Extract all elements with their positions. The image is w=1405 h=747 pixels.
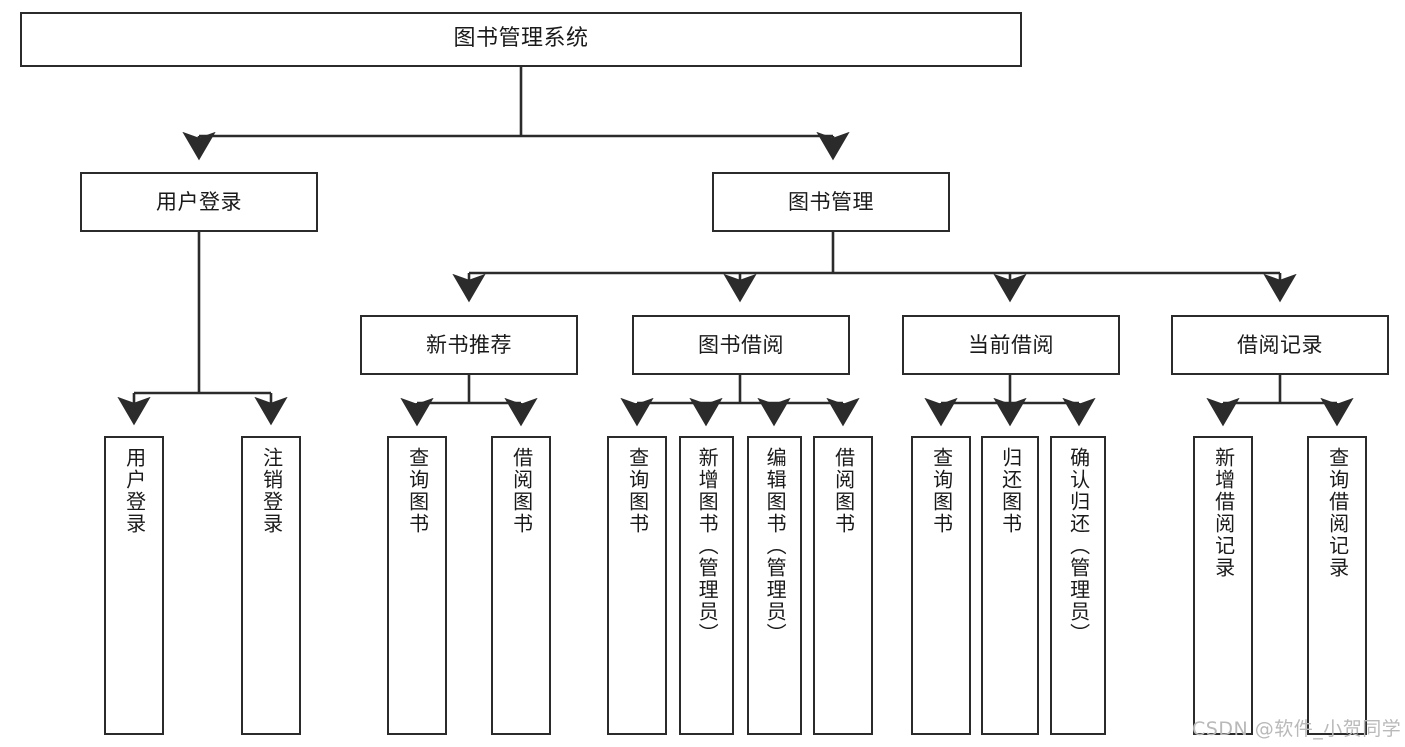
node-leaf-confirm-return-label: 确认归还（管理员）: [1066, 447, 1091, 645]
node-leaf-logout[interactable]: 注销登录: [241, 436, 301, 735]
node-leaf-query-book-borrow[interactable]: 查询图书: [607, 436, 667, 735]
node-root[interactable]: 图书管理系统: [20, 12, 1022, 67]
node-leaf-query-book-current[interactable]: 查询图书: [911, 436, 971, 735]
node-leaf-add-borrow-record-label: 新增借阅记录: [1211, 447, 1236, 579]
csdn-watermark: CSDN @软件_小贺同学: [1192, 718, 1402, 740]
node-current-borrow-label: 当前借阅: [968, 332, 1054, 357]
node-leaf-borrow-book-recommend[interactable]: 借阅图书: [491, 436, 551, 735]
node-current-borrow[interactable]: 当前借阅: [902, 315, 1120, 375]
node-leaf-confirm-return[interactable]: 确认归还（管理员）: [1050, 436, 1106, 735]
node-leaf-borrow-book-recommend-label: 借阅图书: [509, 447, 534, 535]
node-book-borrow-label: 图书借阅: [698, 332, 784, 357]
node-user-login[interactable]: 用户登录: [80, 172, 318, 232]
node-leaf-logout-label: 注销登录: [259, 447, 284, 535]
node-leaf-add-borrow-record[interactable]: 新增借阅记录: [1193, 436, 1253, 735]
node-leaf-query-book-recommend[interactable]: 查询图书: [387, 436, 447, 735]
node-book-borrow[interactable]: 图书借阅: [632, 315, 850, 375]
node-leaf-user-login[interactable]: 用户登录: [104, 436, 164, 735]
node-book-manage[interactable]: 图书管理: [712, 172, 950, 232]
node-leaf-query-book-recommend-label: 查询图书: [405, 447, 430, 535]
node-leaf-borrow-book-label: 借阅图书: [831, 447, 856, 535]
node-borrow-record[interactable]: 借阅记录: [1171, 315, 1389, 375]
node-leaf-add-book-label: 新增图书（管理员）: [695, 447, 720, 645]
node-leaf-return-book-label: 归还图书: [998, 447, 1023, 535]
node-user-login-label: 用户登录: [156, 189, 242, 214]
node-leaf-query-book-current-label: 查询图书: [929, 447, 954, 535]
node-new-book-recommend-label: 新书推荐: [426, 332, 512, 357]
node-leaf-return-book[interactable]: 归还图书: [981, 436, 1039, 735]
node-root-label: 图书管理系统: [453, 26, 589, 52]
node-book-manage-label: 图书管理: [788, 189, 874, 214]
node-borrow-record-label: 借阅记录: [1237, 332, 1323, 357]
node-leaf-edit-book-label: 编辑图书（管理员）: [763, 447, 788, 645]
node-leaf-user-login-label: 用户登录: [122, 447, 147, 535]
node-leaf-query-borrow-record[interactable]: 查询借阅记录: [1307, 436, 1367, 735]
node-leaf-edit-book[interactable]: 编辑图书（管理员）: [747, 436, 802, 735]
node-leaf-query-book-borrow-label: 查询图书: [625, 447, 650, 535]
node-leaf-borrow-book[interactable]: 借阅图书: [813, 436, 873, 735]
node-leaf-query-borrow-record-label: 查询借阅记录: [1325, 447, 1350, 579]
node-new-book-recommend[interactable]: 新书推荐: [360, 315, 578, 375]
node-leaf-add-book[interactable]: 新增图书（管理员）: [679, 436, 734, 735]
